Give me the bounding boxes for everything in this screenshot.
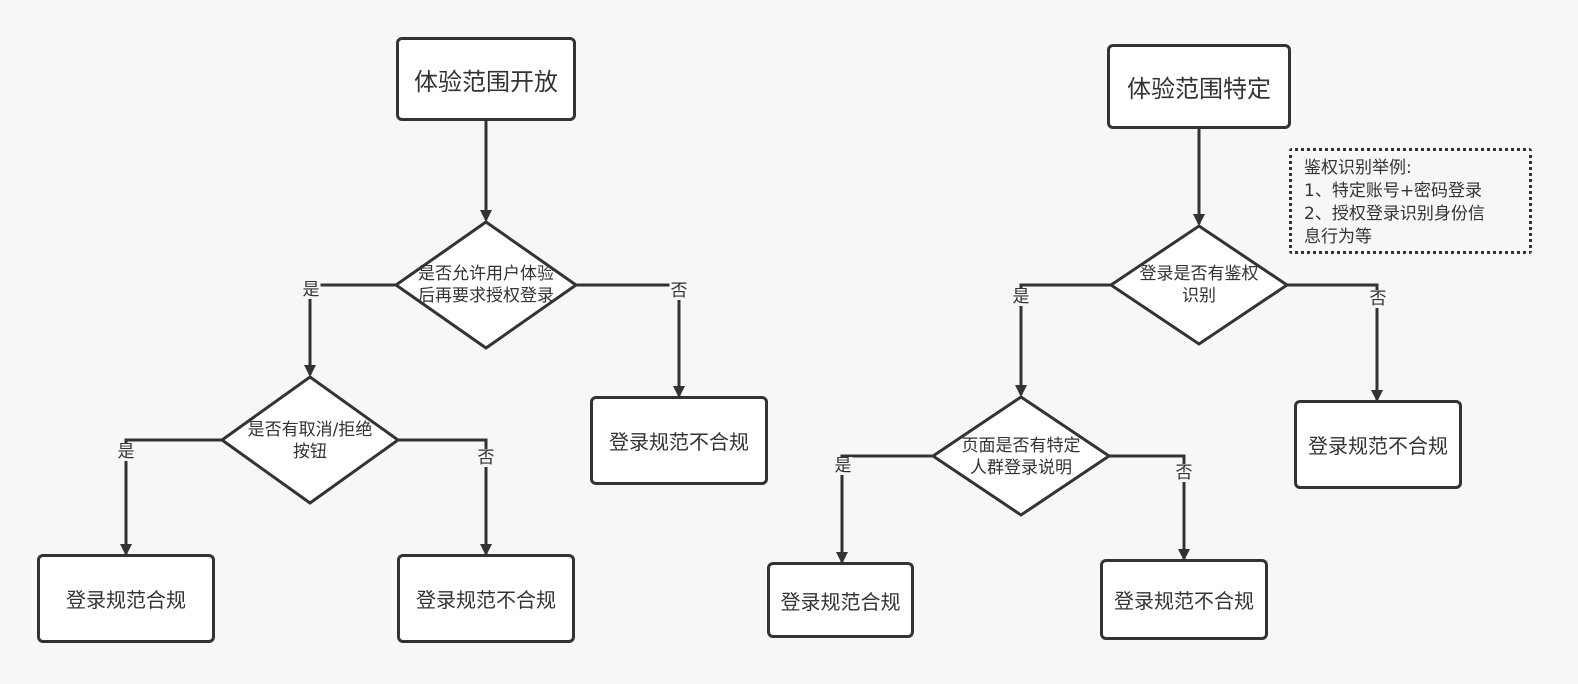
result-left-compliant: 登录规范合规 bbox=[37, 554, 215, 643]
start-node-open-scope-label: 体验范围开放 bbox=[414, 67, 558, 96]
start-node-open-scope: 体验范围开放 bbox=[396, 37, 576, 121]
result-left-noncompliant-a: 登录规范不合规 bbox=[590, 396, 768, 485]
label-right-auth-yes: 是 bbox=[1011, 287, 1031, 307]
note-line-3: 2、授权登录识别身份信 bbox=[1304, 204, 1485, 224]
label-left-auth-yes: 是 bbox=[301, 280, 321, 300]
label-right-notice-yes: 是 bbox=[833, 456, 853, 476]
label-left-cancel-yes: 是 bbox=[116, 442, 136, 462]
note-line-4: 息行为等 bbox=[1304, 227, 1372, 247]
arrow-left-cancel-no bbox=[398, 438, 492, 556]
result-left-compliant-label: 登录规范合规 bbox=[66, 588, 186, 612]
result-left-noncompliant-b: 登录规范不合规 bbox=[397, 554, 575, 643]
label-right-auth-no: 否 bbox=[1368, 289, 1388, 309]
decision-right-notice-line2: 人群登录说明 bbox=[970, 458, 1072, 478]
start-node-specific-scope: 体验范围特定 bbox=[1107, 44, 1291, 129]
arrow-right-notice-no bbox=[1109, 454, 1190, 561]
decision-left-cancel-line1: 是否有取消/拒绝 bbox=[247, 420, 373, 440]
result-right-noncompliant-b-label: 登录规范不合规 bbox=[1114, 589, 1254, 613]
decision-left-auth-line2: 后再要求授权登录 bbox=[418, 286, 554, 306]
arrow-left-cancel-yes bbox=[120, 438, 222, 556]
decision-diamond-left-auth bbox=[393, 220, 579, 350]
result-right-noncompliant-b: 登录规范不合规 bbox=[1100, 559, 1268, 640]
decision-diamond-right-notice bbox=[930, 395, 1112, 517]
decision-diamond-left-cancel bbox=[219, 375, 401, 505]
start-node-specific-scope-label: 体验范围特定 bbox=[1127, 75, 1271, 103]
note-line-1: 鉴权识别举例: bbox=[1304, 158, 1412, 178]
result-right-compliant: 登录规范合规 bbox=[767, 562, 914, 638]
decision-right-notice-text: 页面是否有特定 人群登录说明 bbox=[943, 434, 1099, 480]
label-left-auth-no: 否 bbox=[669, 281, 689, 301]
decision-left-cancel-line2: 按钮 bbox=[293, 442, 327, 462]
decision-right-auth-line2: 识别 bbox=[1182, 286, 1216, 306]
result-left-noncompliant-b-label: 登录规范不合规 bbox=[416, 588, 556, 612]
result-left-noncompliant-a-label: 登录规范不合规 bbox=[609, 430, 749, 454]
decision-right-auth-line1: 登录是否有鉴权 bbox=[1139, 264, 1259, 284]
arrow-right-auth-yes bbox=[1015, 283, 1111, 397]
decision-diamond-right-auth bbox=[1108, 224, 1290, 346]
decision-left-cancel-text: 是否有取消/拒绝 按钮 bbox=[226, 418, 394, 464]
arrow-left-auth-yes bbox=[304, 283, 396, 377]
auth-example-note: 鉴权识别举例: 1、特定账号+密码登录 2、授权登录识别身份信 息行为等 bbox=[1289, 148, 1532, 254]
result-right-compliant-label: 登录规范合规 bbox=[780, 589, 901, 614]
label-right-notice-no: 否 bbox=[1174, 463, 1194, 483]
decision-left-auth-text: 是否允许用户体验 后再要求授权登录 bbox=[402, 262, 570, 308]
result-right-noncompliant-a-label: 登录规范不合规 bbox=[1308, 434, 1448, 458]
decision-right-notice-line1: 页面是否有特定 bbox=[961, 436, 1081, 456]
arrow-right-notice-yes bbox=[836, 454, 933, 564]
label-left-cancel-no: 否 bbox=[476, 448, 496, 468]
arrow-left-auth-no bbox=[576, 283, 685, 398]
decision-right-auth-text: 登录是否有鉴权 识别 bbox=[1121, 262, 1277, 308]
decision-left-auth-line1: 是否允许用户体验 bbox=[418, 264, 554, 284]
note-line-2: 1、特定账号+密码登录 bbox=[1304, 181, 1483, 201]
arrow-right-auth-no bbox=[1287, 283, 1383, 402]
result-right-noncompliant-a: 登录规范不合规 bbox=[1294, 400, 1462, 489]
